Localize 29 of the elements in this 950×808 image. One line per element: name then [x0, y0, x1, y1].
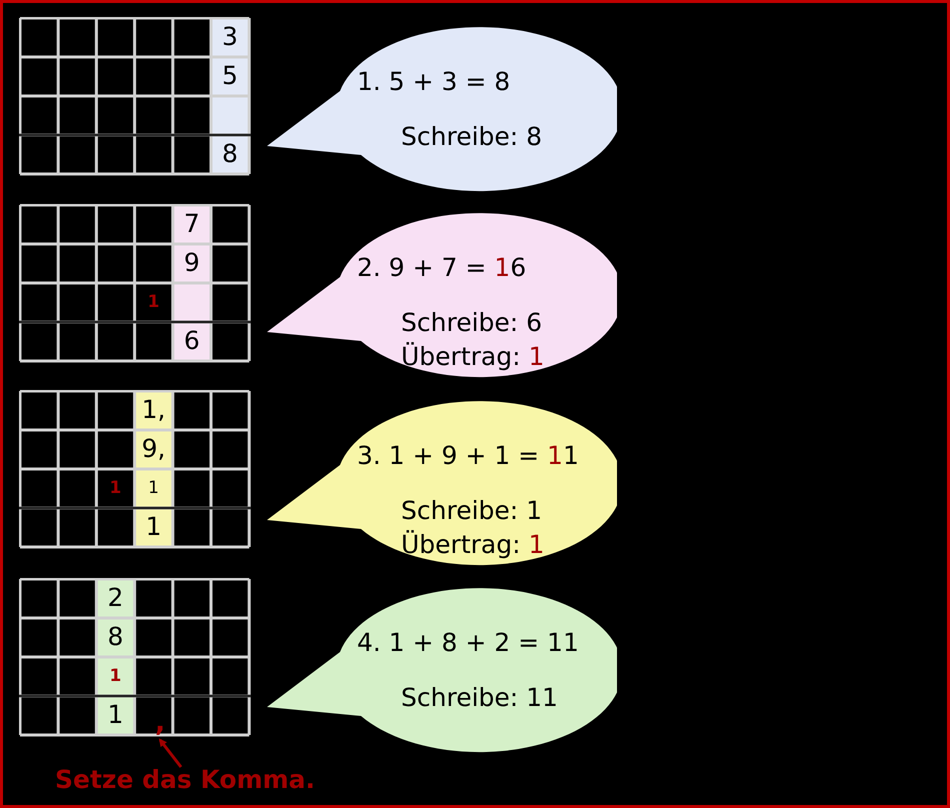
instruction-text: Schreibe: 6: [401, 307, 542, 339]
decimal-comma: ,: [155, 708, 166, 738]
instruction-text: Schreibe: 11: [401, 682, 558, 714]
instruction-text: Schreibe: 8: [401, 121, 542, 153]
digit: 1: [144, 511, 163, 543]
carry-digit: 1: [146, 291, 161, 314]
digit: 9: [182, 247, 201, 279]
digit: 2: [106, 582, 124, 614]
digit: 1: [106, 699, 124, 731]
equation-text: 3. 1 + 9 + 1 = 11: [357, 440, 579, 472]
instruction-text: Übertrag: 1: [401, 529, 544, 561]
equation-text: 1. 5 + 3 = 8: [357, 66, 510, 98]
arrow: [158, 738, 182, 768]
instruction-text: Schreibe: 1: [401, 495, 542, 527]
digit: 8: [221, 138, 239, 170]
equation-text: 4. 1 + 8 + 2 = 11: [357, 627, 579, 659]
digit: 7: [182, 208, 201, 240]
carry-digit: 1: [108, 477, 122, 500]
digit: 1: [147, 477, 160, 500]
instruction-text: Übertrag: 1: [401, 341, 544, 373]
digit: 8: [106, 621, 124, 653]
digit: 5: [221, 60, 239, 92]
equation-text: 2. 9 + 7 = 16: [357, 252, 526, 284]
digit: 3: [221, 21, 239, 53]
digit: 9,: [140, 433, 167, 465]
digit: 1,: [140, 394, 167, 426]
digit: 6: [182, 325, 201, 357]
carry-digit: 1: [108, 665, 122, 688]
hint-text: Setze das Komma.: [55, 765, 316, 794]
